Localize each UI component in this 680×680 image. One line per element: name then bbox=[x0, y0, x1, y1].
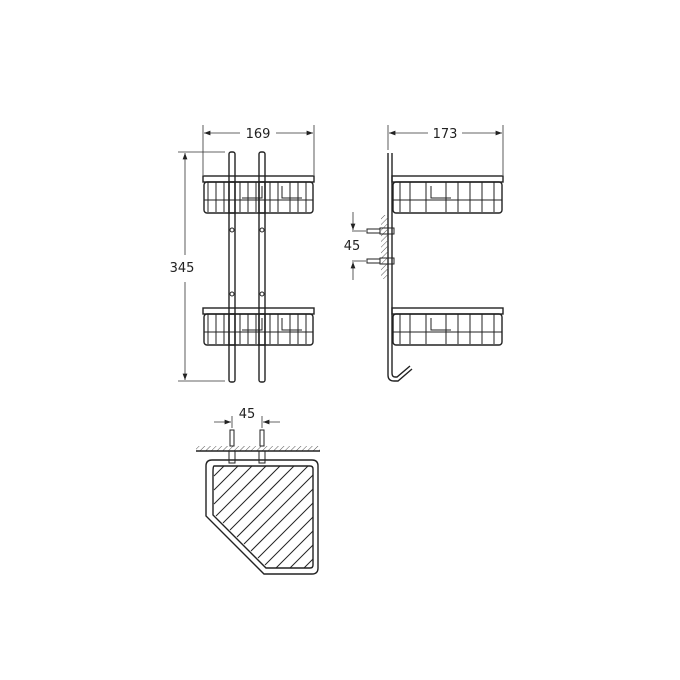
top-screw-dimension: 45 bbox=[214, 407, 280, 428]
height-dimension: 345 bbox=[170, 151, 225, 382]
depth-dimension: 173 bbox=[387, 125, 504, 175]
top-view: 45 bbox=[196, 407, 320, 575]
side-view: 173 45 bbox=[344, 125, 504, 382]
top-screw-label: 45 bbox=[239, 407, 256, 422]
wall-hatch bbox=[381, 215, 388, 279]
screw-spacing-label: 45 bbox=[344, 239, 361, 254]
basket-top-side bbox=[391, 175, 504, 214]
top-screws bbox=[228, 429, 266, 464]
screw-spacing-dimension: 45 bbox=[344, 212, 366, 280]
back-plate bbox=[387, 153, 413, 382]
height-label: 345 bbox=[170, 261, 195, 276]
wall-hatch-top bbox=[196, 446, 320, 451]
basket-top-front bbox=[202, 175, 315, 214]
basket-bars bbox=[213, 465, 314, 569]
width-label: 169 bbox=[246, 127, 271, 142]
corner-basket-outline bbox=[205, 459, 319, 575]
width-dimension: 169 bbox=[202, 125, 315, 175]
depth-label: 173 bbox=[433, 127, 458, 142]
basket-bottom-front bbox=[202, 307, 315, 346]
basket-bottom-side bbox=[391, 307, 504, 346]
screws bbox=[366, 227, 395, 265]
front-view: 169 345 bbox=[170, 125, 315, 383]
wall-rails bbox=[228, 151, 266, 383]
